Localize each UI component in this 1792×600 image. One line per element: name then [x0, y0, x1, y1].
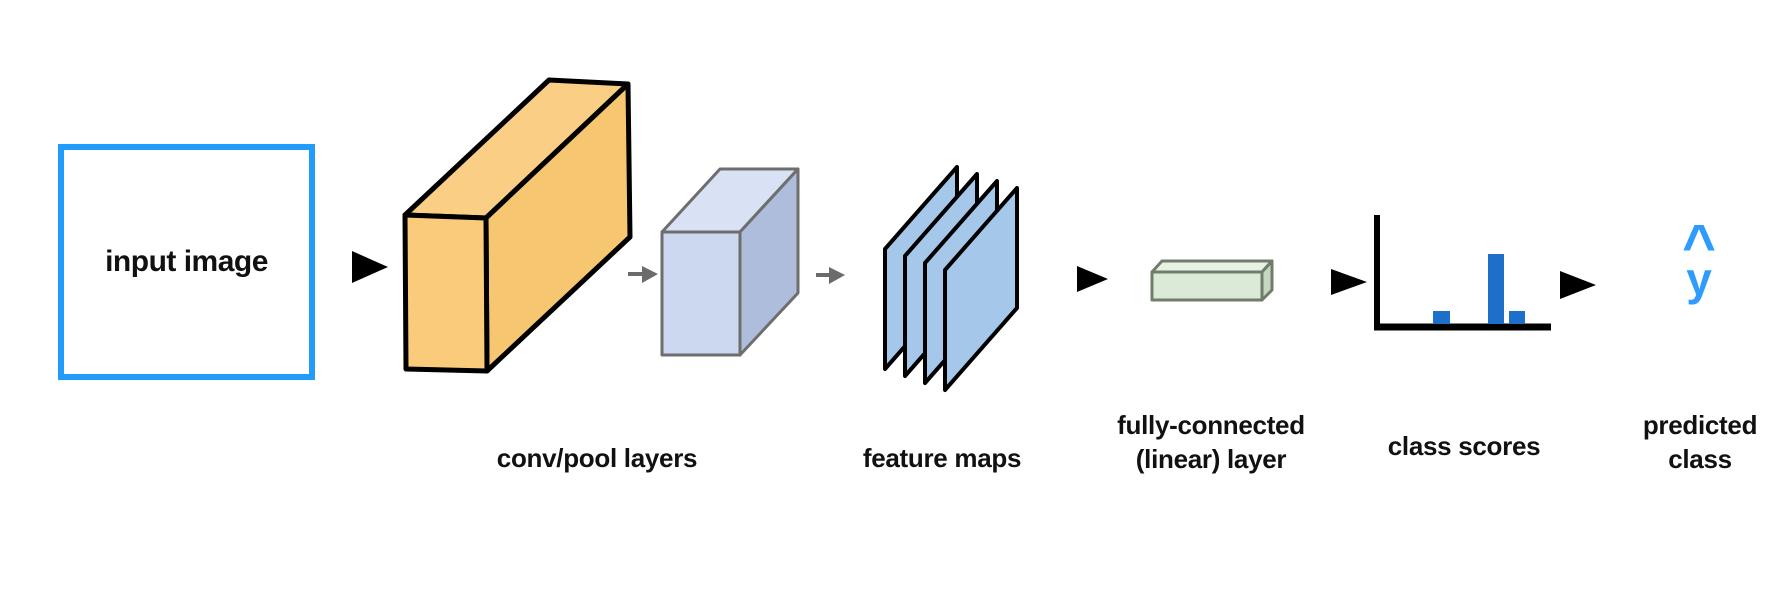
input-image-label: input image — [105, 245, 268, 278]
class-score-bars — [1433, 254, 1525, 324]
gray-arrow-icon — [628, 266, 658, 283]
flow-arrow-icon — [1560, 271, 1596, 299]
label-predicted-class-line2: class — [1668, 444, 1732, 474]
conv-layer-box — [402, 77, 633, 374]
y-hat-letter: y — [1686, 253, 1712, 305]
gray-arrow-icon — [816, 267, 845, 284]
label-feature-maps: feature maps — [862, 443, 1022, 473]
input-image-box: input image — [58, 144, 315, 380]
flow-arrow-icon — [1077, 266, 1108, 292]
fc-box-front-face — [1150, 270, 1264, 302]
feature-map-planes — [883, 165, 1019, 392]
label-class-scores: class scores — [1387, 431, 1541, 461]
class-scores-chart — [1374, 215, 1551, 331]
conv-box-front-face — [402, 212, 490, 374]
feature-map-plane — [943, 186, 1019, 392]
fc-box-top-face — [1150, 259, 1274, 274]
label-conv-pool-layers: conv/pool layers — [496, 443, 698, 473]
label-predicted-class: predicted class — [1540, 408, 1792, 476]
label-predicted-class-line1: predicted — [1642, 410, 1758, 440]
pool-box-front-face — [660, 230, 742, 357]
label-fully-connected-line2: (linear) layer — [1135, 444, 1287, 474]
fully-connected-box — [1150, 259, 1274, 302]
flow-arrow-icon — [352, 251, 388, 283]
pool-layer-box — [660, 167, 800, 357]
label-fully-connected: fully-connected (linear) layer — [1051, 408, 1371, 476]
class-score-bar — [1433, 311, 1450, 324]
flow-arrow-icon — [1331, 269, 1367, 295]
predicted-class-symbol: ^ y — [1663, 217, 1735, 305]
class-score-bar — [1509, 311, 1525, 324]
class-score-bar — [1488, 254, 1504, 324]
label-fully-connected-line1: fully-connected — [1117, 410, 1305, 440]
